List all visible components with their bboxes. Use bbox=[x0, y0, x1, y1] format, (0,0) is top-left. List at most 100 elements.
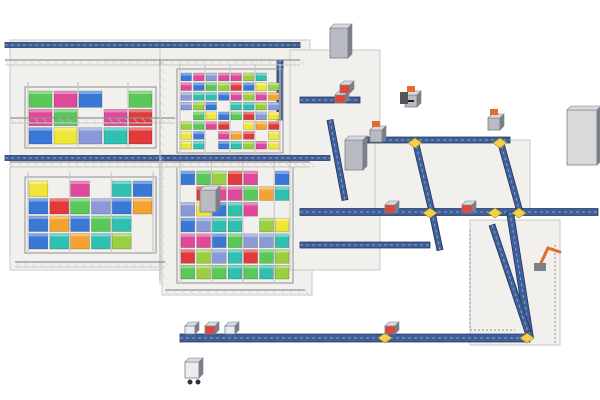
mid-rail-a-strut bbox=[18, 117, 23, 124]
cross-rail-strut bbox=[277, 161, 282, 168]
storage-bin-top bbox=[218, 112, 229, 115]
storage-bin-top bbox=[256, 92, 267, 96]
bottom-rail-a-strut bbox=[81, 261, 86, 268]
storage-bin-top bbox=[228, 265, 242, 269]
divider-rail-strut bbox=[159, 271, 165, 278]
storage-bin-top bbox=[243, 141, 254, 144]
storage-bin-top bbox=[256, 121, 267, 125]
pick-station-2-side bbox=[499, 113, 505, 131]
tote-container bbox=[184, 325, 196, 335]
agv-icon-side bbox=[198, 357, 204, 379]
divider-rail-strut bbox=[159, 230, 165, 237]
storage-bin-top bbox=[193, 92, 204, 96]
divider-rail-strut bbox=[159, 222, 165, 229]
bottom-rail-b-strut bbox=[164, 289, 170, 296]
upper-rail-strut bbox=[94, 59, 100, 66]
tote-container bbox=[461, 204, 473, 214]
storage-bin-top bbox=[193, 121, 204, 125]
pick-station-3-side bbox=[381, 125, 387, 143]
storage-bin bbox=[259, 249, 274, 264]
storage-bin-top bbox=[275, 171, 289, 174]
cross-rail-strut bbox=[50, 161, 55, 168]
storage-bin bbox=[205, 121, 217, 130]
divider-rail-strut bbox=[159, 157, 165, 163]
bottom-rail-b-strut bbox=[238, 289, 244, 296]
storage-bin-top bbox=[181, 121, 192, 125]
storage-bin-top bbox=[259, 186, 274, 190]
upper-rail-strut bbox=[258, 59, 264, 66]
storage-bin-top bbox=[112, 233, 132, 237]
storage-bin-top bbox=[231, 102, 242, 105]
storage-bin bbox=[193, 92, 205, 101]
tote-container-side bbox=[471, 200, 477, 214]
upper-rail-strut bbox=[86, 59, 92, 66]
cross-rail-strut bbox=[66, 161, 71, 168]
storage-bin-top bbox=[193, 82, 204, 86]
storage-bin-top bbox=[206, 121, 217, 125]
storage-bin bbox=[193, 102, 205, 111]
storage-bin bbox=[128, 90, 153, 108]
storage-bin-top bbox=[70, 198, 90, 202]
upper-rail-strut bbox=[127, 59, 133, 66]
bottom-rail-a-strut bbox=[156, 261, 161, 268]
upper-rail-strut bbox=[111, 59, 116, 66]
storage-bin-top bbox=[181, 102, 192, 105]
bottom-rail-a-strut bbox=[139, 261, 145, 268]
bottom-rail-b-strut bbox=[197, 289, 203, 296]
top-aisle-line bbox=[4, 42, 301, 48]
vertical-feed-line-rollers bbox=[414, 139, 433, 213]
storage-bin-top bbox=[196, 233, 211, 237]
storage-bin bbox=[268, 92, 280, 101]
packing-machine-icon bbox=[566, 109, 598, 166]
storage-bin bbox=[180, 202, 195, 217]
storage-bin bbox=[243, 202, 258, 217]
bottom-rail-a-strut bbox=[98, 261, 103, 268]
pick-station-2 bbox=[487, 117, 501, 131]
storage-bin-top bbox=[133, 181, 152, 184]
mid-rail-a-strut bbox=[108, 117, 114, 124]
cross-rail-strut bbox=[17, 161, 23, 168]
mid-rail-a-strut bbox=[42, 117, 48, 124]
cross-rail-strut bbox=[163, 161, 169, 168]
storage-bin bbox=[128, 127, 153, 145]
tote-container-side bbox=[349, 80, 355, 94]
bottom-rail-a-strut bbox=[106, 261, 111, 268]
storage-bin bbox=[268, 121, 280, 130]
upper-rail-strut bbox=[250, 59, 256, 66]
bottom-rail-b-strut bbox=[288, 289, 293, 296]
storage-bin bbox=[193, 141, 205, 150]
storage-bin bbox=[112, 180, 132, 197]
mid-rail-a-strut bbox=[166, 117, 171, 124]
mid-rail-a-strut bbox=[75, 117, 81, 124]
storage-bin-top bbox=[256, 112, 267, 115]
storage-bin bbox=[243, 233, 258, 248]
conveyor-junction bbox=[511, 207, 527, 219]
mid-rail-a-strut bbox=[34, 117, 39, 124]
storage-bin bbox=[243, 170, 258, 185]
tote-container bbox=[204, 325, 216, 335]
bottom-rail-b-strut bbox=[189, 289, 194, 296]
conveyor-junction bbox=[492, 137, 508, 149]
storage-bin bbox=[205, 111, 217, 120]
storage-bin-top bbox=[268, 102, 279, 105]
storage-bin-top bbox=[54, 127, 77, 131]
divider-rail-strut bbox=[159, 149, 165, 155]
storage-bin-top bbox=[275, 186, 289, 190]
tote-container bbox=[224, 325, 236, 335]
bottom-rail-a-strut bbox=[89, 261, 95, 268]
storage-bin-top bbox=[206, 73, 217, 76]
diagonal-output-line-2-rollers bbox=[491, 224, 529, 333]
storage-bin-top bbox=[243, 249, 258, 253]
cross-rail-strut bbox=[236, 161, 242, 168]
storage-bin-top bbox=[29, 198, 48, 202]
storage-bin-top bbox=[133, 198, 152, 202]
storage-bin bbox=[70, 233, 90, 250]
storage-bin-top bbox=[243, 73, 254, 76]
pick-station-3-operator bbox=[372, 121, 380, 127]
bottom-rail-b-strut bbox=[205, 289, 211, 296]
divider-rail-strut bbox=[159, 165, 165, 172]
divider-rail-strut bbox=[159, 198, 165, 204]
upper-rail-strut bbox=[62, 59, 67, 66]
storage-bin-top bbox=[181, 249, 195, 253]
storage-bin-top bbox=[259, 249, 274, 253]
